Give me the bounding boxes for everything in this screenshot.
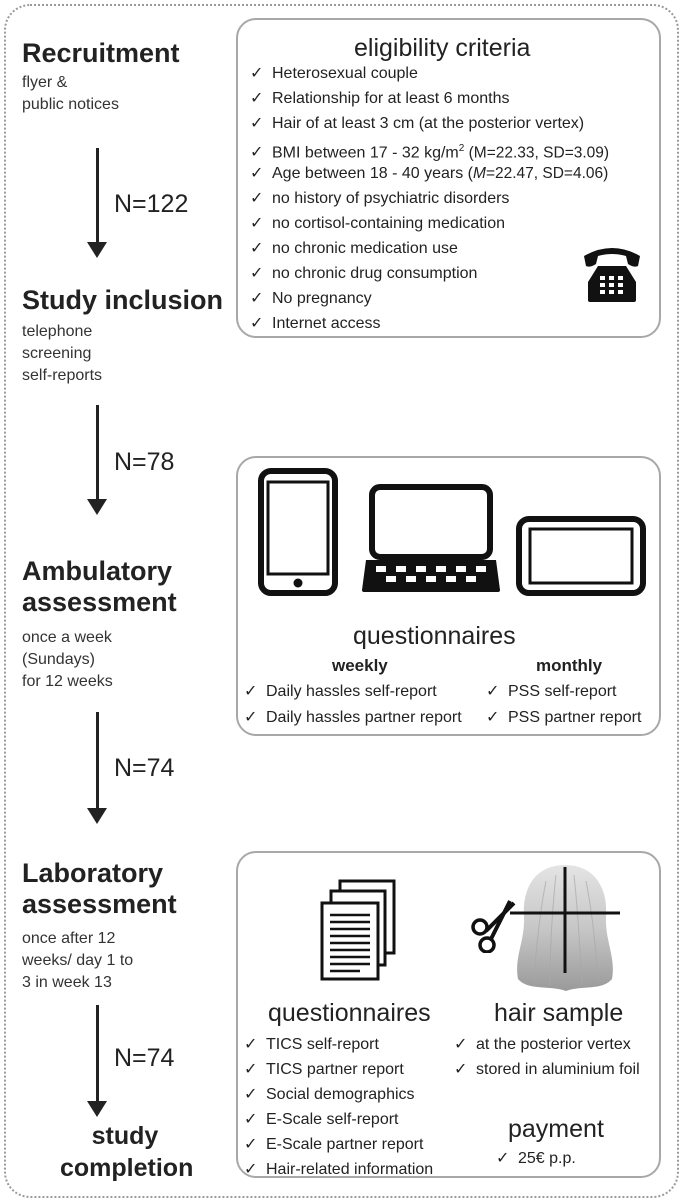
stage-subtitle-study-inclusion: telephone screening self-reports [22,321,102,387]
hair-sample-item: ✓at the posterior vertex [454,1036,631,1053]
subtitle-line: once after 12 [22,930,116,947]
subtitle-line: (Sundays) [22,651,95,668]
weekly-header: weekly [332,656,388,675]
documents-icon [320,879,396,981]
eligibility-title: eligibility criteria [354,34,531,62]
title-line: assessment [22,587,177,617]
payment-title: payment [508,1115,604,1143]
monthly-item: ✓PSS partner report [486,709,642,726]
hair-head-icon [510,865,620,991]
eligibility-item: ✓Hair of at least 3 cm (at the posterior… [250,115,585,132]
title-line: assessment [22,889,177,919]
subtitle-line: once a week [22,629,112,646]
stage-title-laboratory: Laboratory assessment [22,858,177,920]
hair-sample-item: ✓stored in aluminium foil [454,1061,640,1078]
stage-subtitle-recruitment: flyer & public notices [22,72,119,116]
eligibility-item: ✓no chronic medication use [250,240,458,257]
subtitle-line: flyer & [22,74,68,91]
flow-arrow-4 [87,1005,107,1117]
lab-questionnaire-item: ✓TICS self-report [244,1036,379,1053]
n-label-1: N=122 [114,190,189,218]
lab-questionnaire-item: ✓E-Scale partner report [244,1136,424,1153]
eligibility-item: ✓no chronic drug consumption [250,265,478,282]
stage-title-ambulatory: Ambulatory assessment [22,556,177,618]
eligibility-item: ✓Relationship for at least 6 months [250,90,510,107]
n-label-2: N=78 [114,448,175,476]
monthly-header: monthly [536,656,603,675]
flow-arrow-2 [87,405,107,515]
subtitle-line: 3 in week 13 [22,974,112,991]
lab-questionnaire-item: ✓TICS partner report [244,1061,404,1078]
lab-questionnaires-title: questionnaires [268,999,431,1027]
eligibility-item: ✓Heterosexual couple [250,65,418,82]
eligibility-item-bmi: ✓BMI between 17 - 32 kg/m2 (M=22.33, SD=… [250,143,610,162]
laptop-icon [362,484,500,592]
stage-subtitle-laboratory: once after 12 weeks/ day 1 to 3 in week … [22,928,133,994]
flow-arrow-3 [87,712,107,824]
scissors-icon [471,900,516,953]
title-line: completion [60,1154,194,1182]
ambulatory-questionnaires-title: questionnaires [353,622,516,650]
subtitle-line: for 12 weeks [22,673,113,690]
eligibility-item: ✓no cortisol-containing medication [250,215,506,232]
title-line: Ambulatory [22,556,173,586]
n-label-3: N=74 [114,754,175,782]
subtitle-line: public notices [22,96,119,113]
eligibility-item: ✓no history of psychiatric disorders [250,190,510,207]
stage-title-study-completion: study completion [60,1120,194,1184]
title-line: Laboratory [22,858,164,888]
eligibility-box: eligibility criteria ✓Heterosexual coupl… [236,18,661,338]
eligibility-item: ✓Internet access [250,315,381,332]
subtitle-line: self-reports [22,367,103,384]
n-label-4: N=74 [114,1044,175,1072]
payment-item: ✓25€ p.p. [496,1150,576,1167]
subtitle-line: weeks/ day 1 to [22,952,134,969]
monthly-item: ✓PSS self-report [486,683,617,700]
hair-sample-title: hair sample [494,999,624,1027]
stage-title-recruitment: Recruitment [22,38,180,68]
outer-frame [4,4,679,1198]
tablet-icon [516,516,646,596]
eligibility-item-age: ✓Age between 18 - 40 years (M=22.47, SD=… [250,165,609,182]
stage-subtitle-ambulatory: once a week (Sundays) for 12 weeks [22,627,113,693]
weekly-item: ✓Daily hassles partner report [244,709,462,726]
subtitle-line: screening [22,345,92,362]
title-line: study [91,1122,159,1150]
lab-questionnaire-item: ✓Social demographics [244,1086,415,1103]
lab-questionnaire-item: ✓Hair-related information [244,1161,434,1178]
smartphone-icon [258,468,338,596]
telephone-icon [584,248,640,302]
eligibility-item: ✓No pregnancy [250,290,372,307]
lab-questionnaire-item: ✓E-Scale self-report [244,1111,399,1128]
laboratory-box: questionnaires hair sample ✓TICS self-re… [236,851,661,1178]
ambulatory-box: questionnaires weekly monthly ✓Daily has… [236,456,661,736]
weekly-item: ✓Daily hassles self-report [244,683,437,700]
subtitle-line: telephone [22,323,93,340]
stage-title-study-inclusion: Study inclusion [22,285,224,315]
flow-arrow-1 [87,148,107,258]
